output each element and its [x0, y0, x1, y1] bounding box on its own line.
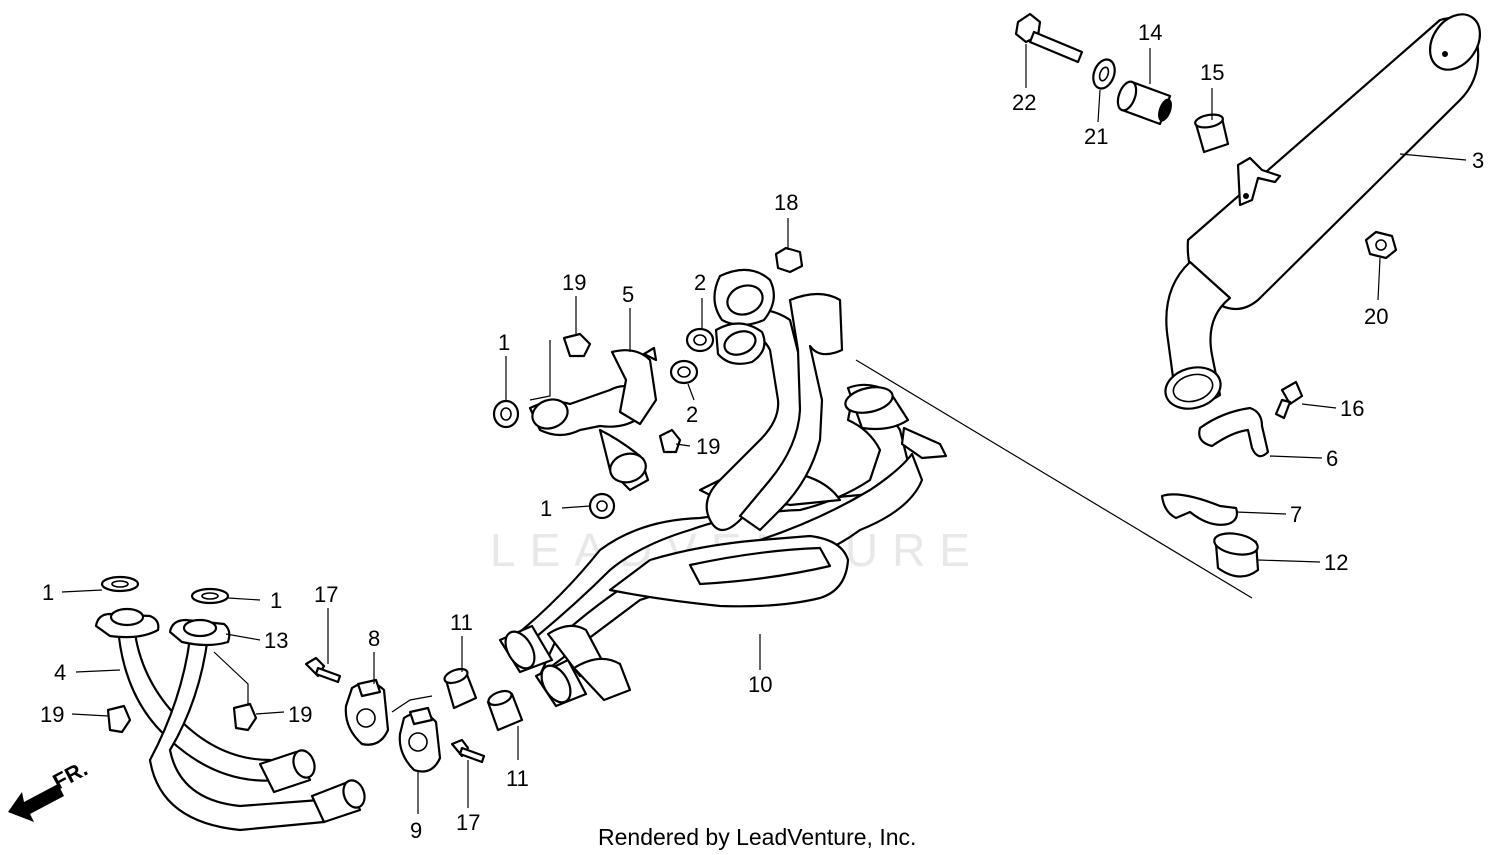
callout-12: 12 [1324, 550, 1348, 575]
callout-6: 6 [1326, 446, 1338, 471]
bolt-17-upper[interactable] [304, 656, 342, 684]
joint-pipe-5[interactable] [528, 346, 658, 492]
callout-8: 8 [368, 626, 380, 651]
callout-2-upper: 2 [694, 270, 706, 295]
gasket-1-mid[interactable] [588, 492, 616, 520]
callout-13: 13 [264, 628, 288, 653]
callout-9: 9 [410, 818, 422, 843]
band-6[interactable] [1198, 406, 1270, 458]
bolt-22[interactable] [1014, 12, 1084, 64]
callout-21: 21 [1084, 124, 1108, 149]
gasket-11-upper[interactable] [443, 666, 478, 710]
front-direction-arrow: FR. [8, 756, 92, 822]
gasket-1-lower-left[interactable] [100, 575, 140, 593]
callout-19-lower-right: 19 [288, 702, 312, 727]
callout-7: 7 [1290, 502, 1302, 527]
callout-15: 15 [1200, 60, 1224, 85]
callout-2-lower: 2 [686, 402, 698, 427]
bolt-17-lower[interactable] [450, 738, 486, 764]
callout-1-mid: 1 [540, 496, 552, 521]
footer-credit: Rendered by LeadVenture, Inc. [598, 824, 916, 850]
callout-19-upper: 19 [562, 270, 586, 295]
callout-19-mid: 19 [696, 434, 720, 459]
callout-3: 3 [1472, 148, 1484, 173]
callout-19-lower-left: 19 [40, 702, 64, 727]
callout-18: 18 [774, 190, 798, 215]
down-pipe-4[interactable] [94, 607, 368, 832]
gasket-11-lower[interactable] [486, 688, 524, 732]
bolt-19-upper[interactable] [562, 332, 592, 358]
bolt-16[interactable] [1274, 380, 1304, 420]
callout-11-upper: 11 [450, 610, 473, 635]
callout-11-lower: 11 [506, 766, 529, 791]
nut-20[interactable] [1364, 230, 1398, 260]
collar-15[interactable] [1194, 113, 1230, 154]
gasket-1-lower-right[interactable] [190, 587, 230, 605]
callout-22: 22 [1012, 90, 1036, 115]
collar-14[interactable] [1114, 79, 1174, 126]
gasket-2-lower[interactable] [669, 359, 699, 385]
gasket-2-upper[interactable] [685, 327, 715, 353]
callout-14: 14 [1138, 20, 1162, 45]
nut-19-left[interactable] [106, 704, 132, 734]
clamp-9[interactable] [398, 706, 442, 773]
assembly-leader-line [855, 359, 1253, 599]
washer-21[interactable] [1089, 56, 1118, 91]
muffler[interactable] [1161, 5, 1490, 415]
gasket-12[interactable] [1213, 530, 1260, 578]
gasket-1-upper[interactable] [492, 399, 520, 429]
nut-18[interactable] [774, 246, 804, 274]
leader-lines [61, 44, 1467, 814]
exhaust-pipe-upper[interactable] [705, 268, 844, 532]
callout-1-lower-left: 1 [42, 580, 54, 605]
callout-16: 16 [1340, 396, 1364, 421]
callout-1-upper: 1 [498, 330, 510, 355]
callout-17-lower: 17 [456, 810, 480, 835]
clamp-8[interactable] [344, 678, 390, 746]
callout-labels: 22 14 21 15 3 20 16 6 7 12 18 2 2 19 5 1… [40, 20, 1484, 843]
bolt-19-mid[interactable] [658, 428, 682, 454]
stay-7[interactable] [1160, 493, 1239, 526]
callout-5: 5 [622, 282, 634, 307]
nut-19-right[interactable] [232, 702, 258, 732]
callout-1-lower-right: 1 [270, 588, 282, 613]
callout-4: 4 [54, 660, 66, 685]
callout-10: 10 [748, 672, 772, 697]
callout-17-upper: 17 [314, 582, 338, 607]
callout-20: 20 [1364, 304, 1388, 329]
